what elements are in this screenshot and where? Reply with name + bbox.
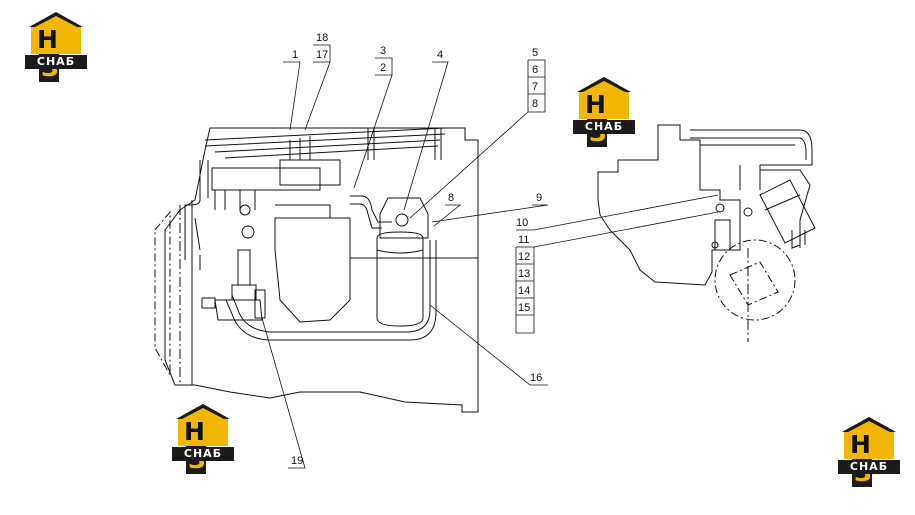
logo-house-icon bbox=[29, 12, 83, 54]
logo-band: СНАБ bbox=[838, 460, 900, 474]
logo-band: СНАБ bbox=[25, 55, 87, 69]
callout-2: 2 bbox=[380, 62, 386, 74]
logo-house-icon bbox=[842, 417, 896, 459]
callout-9: 9 bbox=[536, 192, 542, 204]
callout-8-second: 8 bbox=[448, 192, 454, 204]
callout-6: 6 bbox=[532, 64, 538, 76]
watermark-logo: НЗ СНАБ bbox=[25, 10, 87, 82]
logo-house-icon bbox=[176, 404, 230, 446]
callout-7: 7 bbox=[532, 81, 538, 93]
callout-5: 5 bbox=[532, 47, 538, 59]
logo-band: СНАБ bbox=[172, 447, 234, 461]
callout-3: 3 bbox=[380, 45, 386, 57]
callout-16: 16 bbox=[530, 372, 542, 384]
engine-side-view bbox=[597, 124, 816, 342]
callout-1: 1 bbox=[292, 49, 298, 61]
callout-10: 10 bbox=[516, 217, 528, 229]
watermark-logo: НЗ СНАБ bbox=[172, 402, 234, 474]
callout-13: 13 bbox=[518, 268, 530, 280]
logo-house-icon bbox=[577, 77, 631, 119]
callout-14: 14 bbox=[518, 285, 530, 297]
callout-19: 19 bbox=[291, 455, 303, 467]
callout-12: 12 bbox=[518, 251, 530, 263]
callout-11: 11 bbox=[518, 234, 529, 246]
engine-front-view bbox=[154, 127, 479, 413]
watermark-logo: НЗ СНАБ bbox=[838, 415, 900, 487]
callout-labels: 1 2 3 4 5 6 7 8 8 9 10 11 12 13 14 15 16… bbox=[291, 32, 542, 467]
callout-18: 18 bbox=[316, 32, 328, 44]
watermark-logo: НЗ СНАБ bbox=[573, 75, 635, 147]
callout-8: 8 bbox=[532, 98, 538, 110]
callout-17: 17 bbox=[316, 49, 328, 61]
callout-4: 4 bbox=[437, 49, 443, 61]
callout-15: 15 bbox=[518, 302, 530, 314]
leader-lines bbox=[261, 44, 719, 469]
logo-band: СНАБ bbox=[573, 120, 635, 134]
